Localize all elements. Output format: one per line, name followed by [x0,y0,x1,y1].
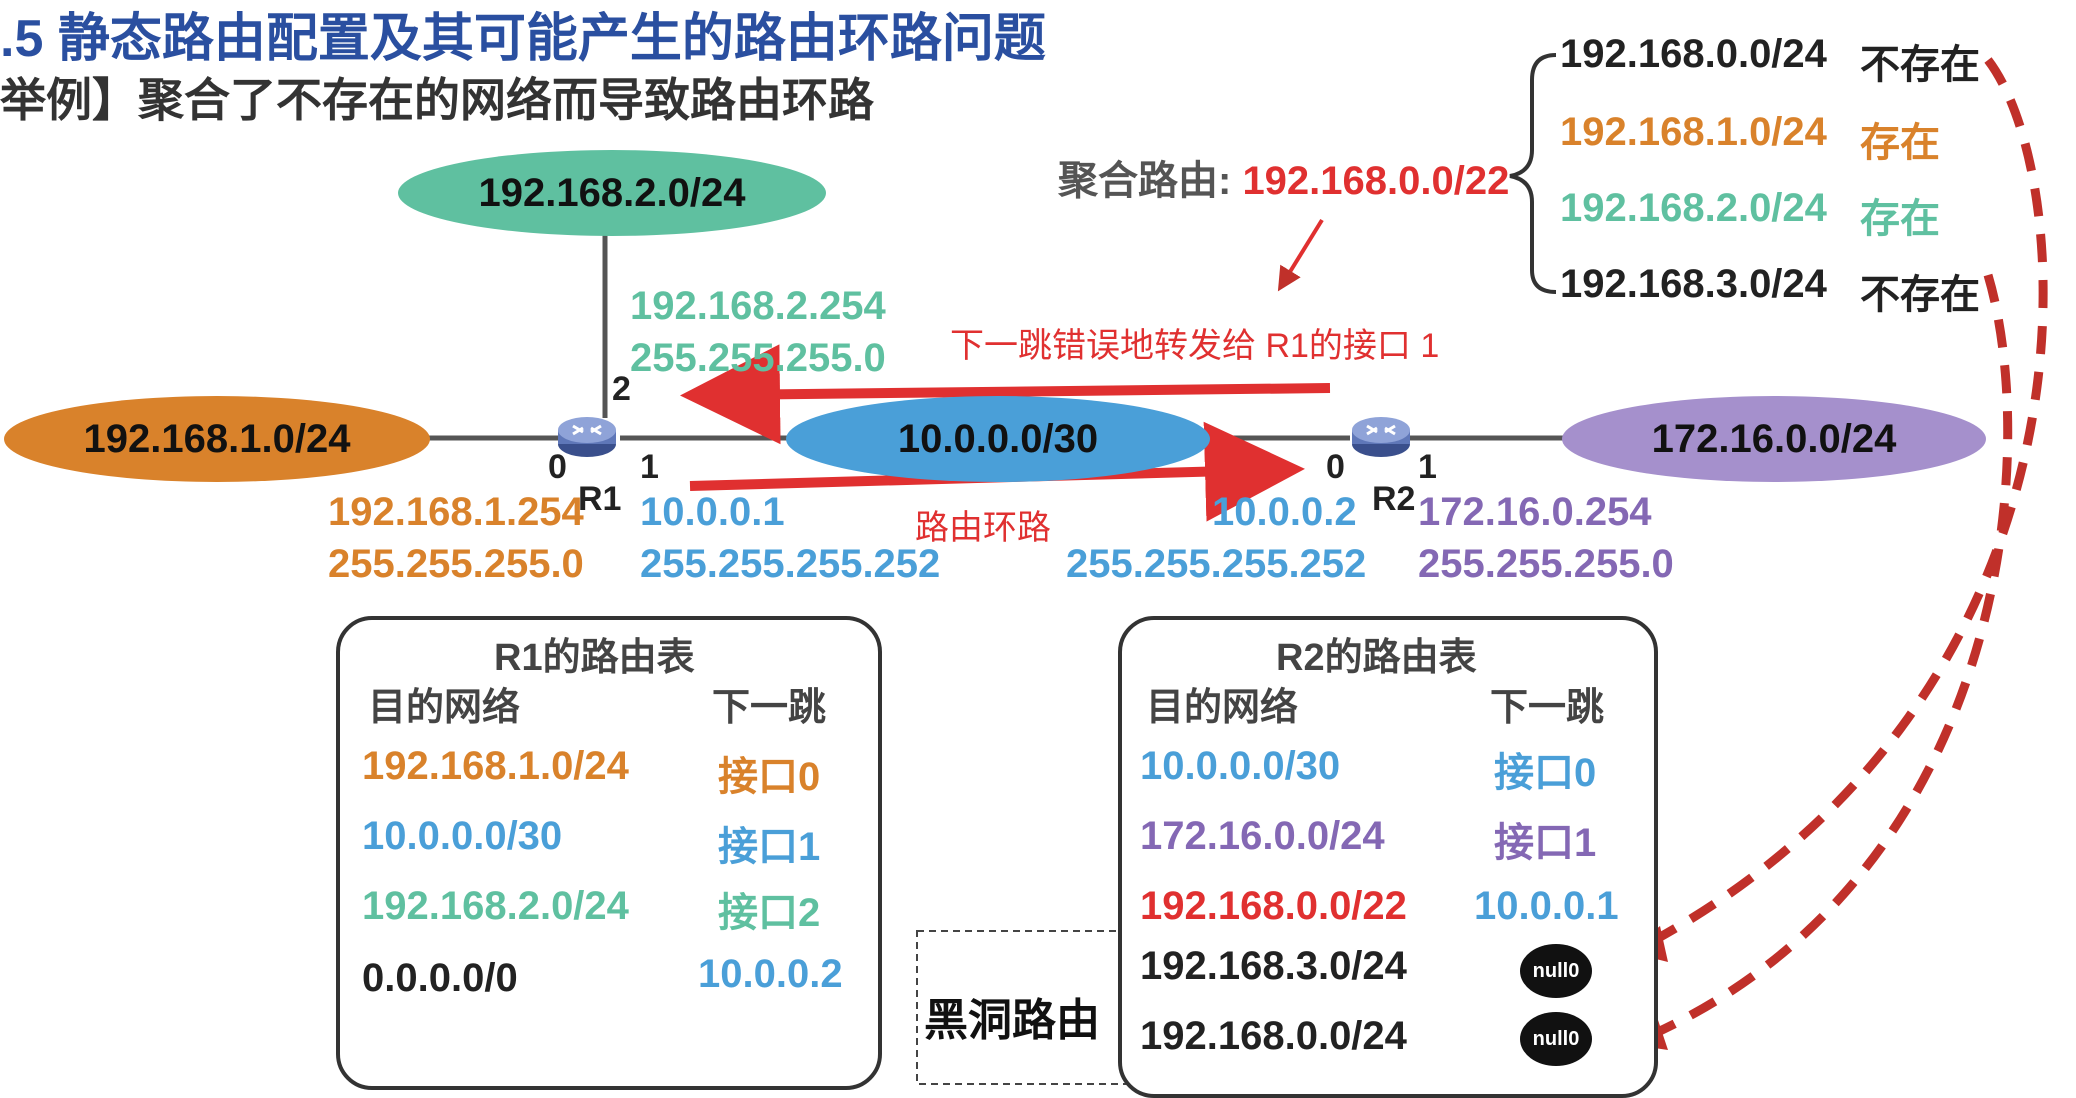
router-r1-icon [558,417,616,457]
r1-port0: 0 [548,448,567,486]
r1-row2-next: 接口2 [718,891,821,935]
r2-if1-mask: 255.255.255.0 [1418,542,1674,586]
r1-col-dest: 目的网络 [368,687,521,729]
slide-subtitle: 举例】聚合了不存在的网络而导致路由环路 [0,74,874,126]
r2-row1-dest: 172.16.0.0/24 [1140,814,1385,858]
blackhole-row0-null0: null0 [1520,944,1592,998]
slide-title: .5 静态路由配置及其可能产生的路由环路问题 [0,10,1046,68]
r2-col-dest: 目的网络 [1146,687,1299,729]
network-left: 192.168.1.0/24 [4,396,430,482]
r2-row1-next: 接口1 [1494,821,1597,865]
aggregate-label: 聚合路由: [1058,159,1243,203]
r2-if0-ip: 10.0.0.2 [1212,490,1357,534]
r2-if0-mask: 255.255.255.252 [1066,542,1367,586]
subnet-3-status: 不存在 [1860,273,1980,317]
r1-row3-dest: 0.0.0.0/0 [362,956,518,1000]
blackhole-row1-dest: 192.168.0.0/24 [1140,1014,1407,1058]
r2-port0: 0 [1326,448,1345,486]
subnet-2-status: 存在 [1860,197,1940,241]
blackhole-row1-null0: null0 [1520,1012,1592,1066]
network-middle: 10.0.0.0/30 [786,396,1210,482]
network-right: 172.16.0.0/24 [1562,396,1986,482]
r2-row2-next: 10.0.0.1 [1474,884,1619,928]
blackhole-label: 黑洞路由 [924,996,1100,1045]
subnet-1-net: 192.168.1.0/24 [1560,110,1827,154]
blackhole-row0-dest: 192.168.3.0/24 [1140,944,1407,988]
r2-label: R2 [1372,480,1416,518]
r1-col-next: 下一跳 [712,687,827,729]
r2-if1-ip: 172.16.0.254 [1418,490,1652,534]
r2-table-title: R2的路由表 [1276,637,1477,679]
r2-row2-dest: 192.168.0.0/22 [1140,884,1407,928]
r1-label: R1 [578,480,622,518]
subnet-2-net: 192.168.2.0/24 [1560,186,1827,230]
r1-routing-table [336,616,882,1090]
subnet-0-status: 不存在 [1860,43,1980,87]
router-r2-icon [1352,417,1410,457]
r1-if0-ip: 192.168.1.254 [328,490,584,534]
r1-port2: 2 [612,370,631,408]
r1-row2-dest: 192.168.2.0/24 [362,884,629,928]
r1-if2-mask: 255.255.255.0 [630,336,886,380]
r1-table-title: R1的路由表 [494,637,695,679]
subnet-1-status: 存在 [1860,121,1940,165]
r1-row1-dest: 10.0.0.0/30 [362,814,563,858]
r1-row0-dest: 192.168.1.0/24 [362,744,629,788]
dashed-arrow-192-168-3 [1638,273,2013,1045]
r1-if2-ip: 192.168.2.254 [630,284,886,328]
subnet-3-net: 192.168.3.0/24 [1560,262,1827,306]
r2-row0-dest: 10.0.0.0/30 [1140,744,1341,788]
aggregate-value: 192.168.0.0/22 [1242,159,1510,203]
aggregate-pointer [1277,218,1324,292]
r1-if1-ip: 10.0.0.1 [640,490,785,534]
network-top: 192.168.2.0/24 [398,150,826,236]
subnet-0-net: 192.168.0.0/24 [1560,32,1827,76]
r2-col-next: 下一跳 [1490,687,1605,729]
r1-if0-mask: 255.255.255.0 [328,542,584,586]
wrong-forward-label: 下一跳错误地转发给 R1的接口 1 [950,327,1440,365]
r1-row0-next: 接口0 [718,755,821,799]
r1-port1: 1 [640,448,659,486]
aggregate-route: 聚合路由: 192.168.0.0/22 [1058,148,1509,206]
r2-row0-next: 接口0 [1494,751,1597,795]
subnet-brace [1509,53,1557,294]
wrong-forward-arrow [680,344,1331,445]
r1-row1-next: 接口1 [718,825,821,869]
r2-port1: 1 [1418,448,1437,486]
r1-if1-mask: 255.255.255.252 [640,542,941,586]
loop-label: 路由环路 [915,509,1051,547]
dashed-arrow-192-168-0 [1637,57,2048,952]
r1-row3-next: 10.0.0.2 [698,952,843,996]
